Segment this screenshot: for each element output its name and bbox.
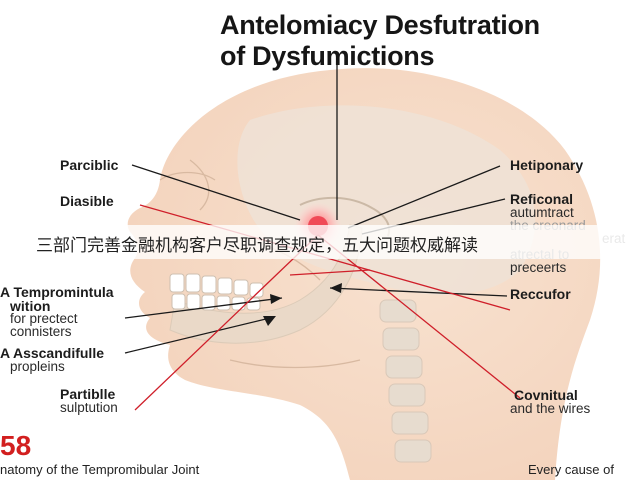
label-temprominitula-3: for prectect xyxy=(10,311,78,326)
label-parciblic: Parciblic xyxy=(60,157,119,173)
label-reccufor: Reccufor xyxy=(510,286,571,302)
caption-right: Every cause of xyxy=(528,462,614,477)
label-partiblle-2: sulptution xyxy=(60,400,118,415)
banner-text: 三部门完善金融机构客户尽职调查规定，五大问题权威解读 xyxy=(36,236,478,256)
caption-left: natomy of the Tempromibular Joint xyxy=(0,462,200,477)
label-reficonal: Reficonal xyxy=(510,191,574,207)
label-temprominitula-1: A Tempromintula xyxy=(0,284,114,300)
page-number: 58 xyxy=(0,430,32,461)
title-line-1: Antelomiacy Desfutration xyxy=(220,10,540,40)
label-reficonal-sub-5: preceerts xyxy=(510,260,567,275)
title-line-2: of Dysfumictions xyxy=(220,41,435,71)
teeth xyxy=(169,273,264,311)
label-hetiponary: Hetiponary xyxy=(510,157,584,173)
label-covnitual-1: Covnitual xyxy=(514,387,578,403)
label-partiblle-1: Partiblle xyxy=(60,386,116,402)
label-temprominitula-4: connisters xyxy=(10,324,72,339)
label-asscandifulle-2: propleins xyxy=(10,359,65,374)
news-banner: 三部门完善金融机构客户尽职调查规定，五大问题权威解读 xyxy=(0,225,640,259)
arrow-heads xyxy=(263,283,342,326)
label-reficonal-sub-1: autumtract xyxy=(510,205,574,220)
label-temprominitula-2: wition xyxy=(10,298,51,314)
label-covnitual-2: and the wires xyxy=(510,401,591,416)
diagram-title: Antelomiacy Desfutration of Dysfumiction… xyxy=(220,10,630,72)
label-diasible: Diasible xyxy=(60,193,114,209)
cervical-spine xyxy=(379,299,432,463)
label-asscandifulle-1: A Asscandifulle xyxy=(0,345,104,361)
